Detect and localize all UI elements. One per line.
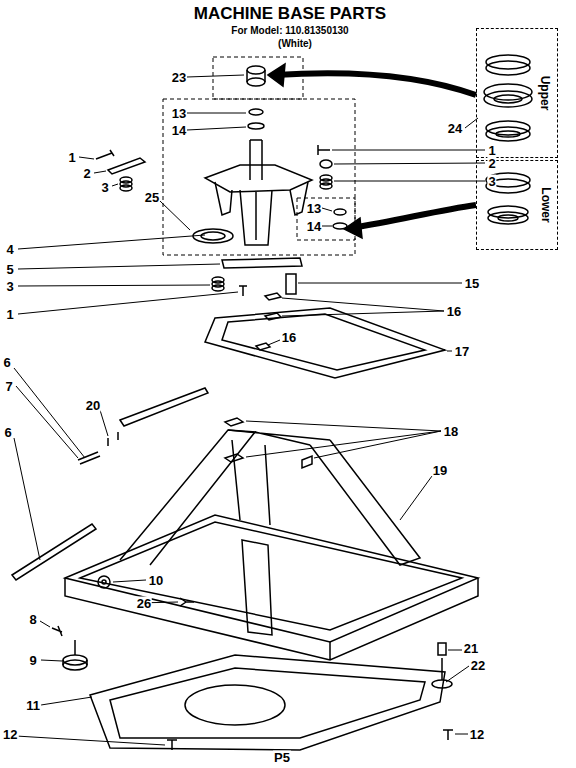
callout-number: 5 [5,263,14,276]
inset-label: Upper [539,76,553,111]
callout-number: 19 [432,464,448,477]
callout-number: 14 [306,220,322,233]
callout-number: 21 [463,642,479,655]
callout-number: 12 [2,728,18,741]
callout-number: 13 [306,202,322,215]
callout-number: 15 [464,277,480,290]
callout-number: 18 [443,425,459,438]
model-note: (White) [277,39,313,49]
callout-number: 10 [148,574,164,587]
inset-box: Lower [476,160,558,250]
callout-number: 26 [136,597,152,610]
callout-number: 8 [28,613,37,626]
callout-number: 4 [5,243,14,256]
callout-number: 3 [5,280,14,293]
callout-number: 20 [85,399,101,412]
callout-number: 12 [469,728,485,741]
callout-number: 6 [2,356,11,369]
callout-number: 3 [487,175,496,188]
inset-box: Upper [476,28,558,158]
callout-number: 16 [281,331,297,344]
callout-number: 9 [28,654,37,667]
callout-number: 13 [171,107,187,120]
callout-number: 2 [487,157,496,170]
callout-number: 3 [100,181,109,194]
callout-number: 11 [25,699,41,712]
callout-number: 22 [470,659,486,672]
model-note: For Model: 110.81350130 [230,26,349,36]
callout-number: 7 [4,380,13,393]
inset-label: Lower [538,187,552,222]
callout-number: 24 [447,122,463,135]
callout-number: 6 [3,426,12,439]
callout-number: 25 [144,191,160,204]
diagram-title: MACHINE BASE PARTS [194,4,386,24]
callout-number: 17 [454,345,470,358]
callout-number: 16 [446,305,462,318]
callout-number: 1 [67,151,76,164]
callout-number: 23 [171,71,187,84]
callout-number: P5 [273,751,291,764]
callout-number: 1 [5,308,14,321]
callout-number: 2 [82,167,91,180]
callout-number: 14 [171,124,187,137]
callout-number: 1 [487,144,496,157]
